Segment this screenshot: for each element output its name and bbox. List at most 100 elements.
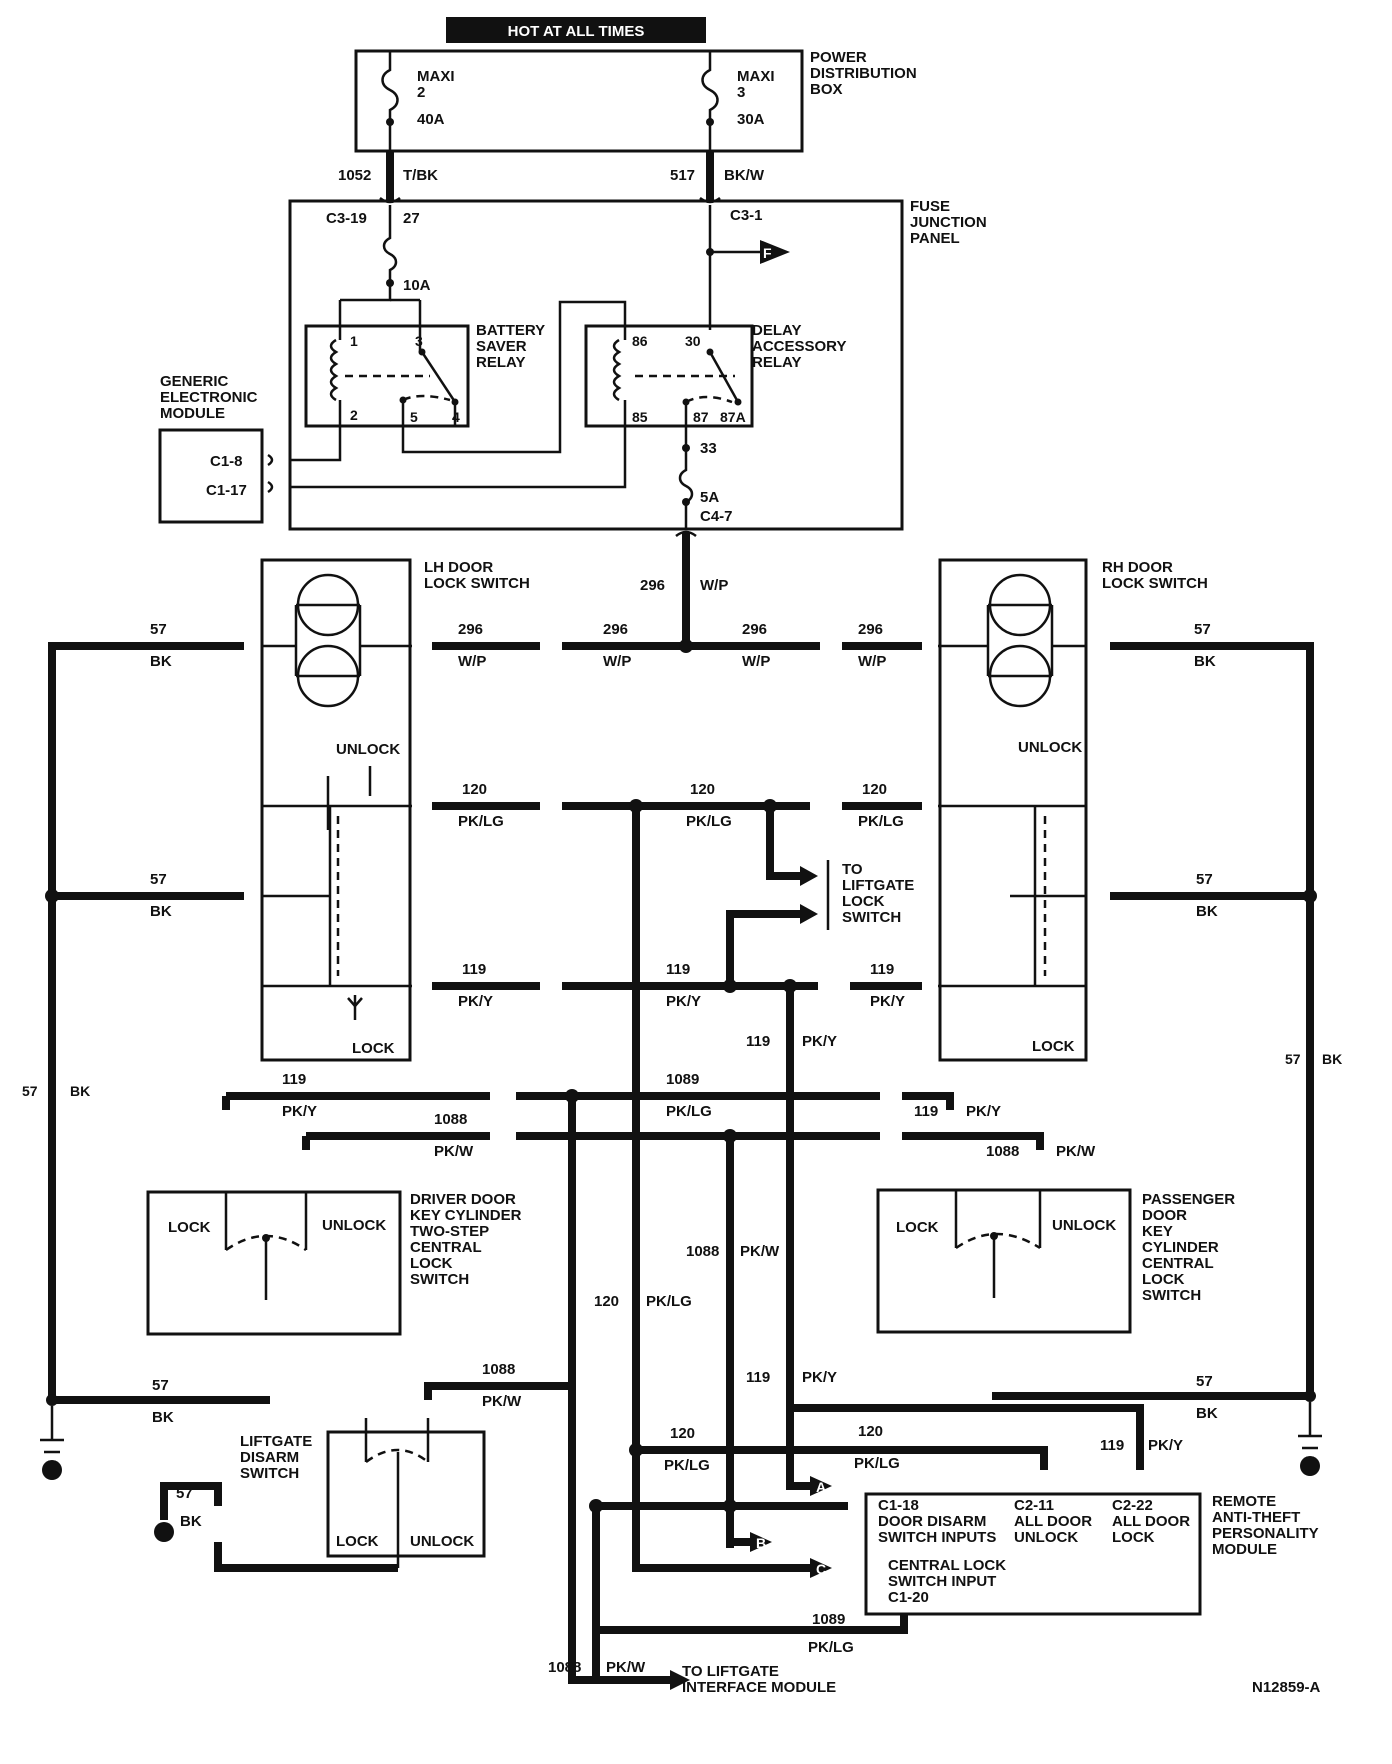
w120-a-num: 120 <box>462 781 487 798</box>
pin-33: 33 <box>700 440 717 457</box>
bsr-label-2: SAVER <box>476 338 527 355</box>
fjp-title-1: FUSE <box>910 198 950 215</box>
w57-left-mid-color: BK <box>150 903 172 920</box>
rh-lock-label: LOCK <box>1032 1038 1075 1055</box>
pk-label-4: CYLINDER <box>1142 1239 1219 1256</box>
rap-c222-2: ALL DOOR <box>1112 1513 1190 1530</box>
fuse-a-number: 2 <box>417 84 425 101</box>
gem-label-1: GENERIC <box>160 373 229 390</box>
dk-label-2: KEY CYLINDER <box>410 1207 522 1224</box>
w119-c-num: 119 <box>870 961 894 978</box>
dar-pin-85: 85 <box>632 409 648 425</box>
w120-vert-color: PK/LG <box>646 1293 692 1310</box>
rap-c118-3: SWITCH INPUTS <box>878 1529 996 1546</box>
to-lgls-2: LIFTGATE <box>842 877 914 894</box>
pk-label-7: SWITCH <box>1142 1287 1201 1304</box>
fuse-b-number: 3 <box>737 84 745 101</box>
lh-label-1: LH DOOR <box>424 559 493 576</box>
fuse-a-rating: 40A <box>417 111 445 128</box>
rh-label-1: RH DOOR <box>1102 559 1173 576</box>
fuse-10a-label: 10A <box>403 277 431 294</box>
lh-door-lock-switch: LH DOOR LOCK SWITCH UNLOCK LOCK <box>260 558 530 1062</box>
w57-left-vert-num: 57 <box>22 1083 38 1099</box>
banner-text: HOT AT ALL TIMES <box>508 23 645 40</box>
w57-right-vert-num: 57 <box>1285 1051 1301 1067</box>
fuse-10a-icon <box>382 205 398 283</box>
tag-a: A <box>816 1479 826 1495</box>
w296-c-color: W/P <box>742 653 770 670</box>
w120-rap-b-num: 120 <box>858 1423 883 1440</box>
w1089-bot-color: PK/LG <box>808 1639 854 1656</box>
wire-bkw-label: BK/W <box>724 167 765 184</box>
w1088-right-color: PK/W <box>1056 1143 1096 1160</box>
maxi-fuse-3-icon <box>701 51 719 151</box>
delay-accessory-relay <box>584 324 754 428</box>
w57-right-bot-color: BK <box>1196 1405 1218 1422</box>
w1088-bot-num: 1088 <box>548 1659 581 1676</box>
dar-pin-87: 87 <box>693 409 709 425</box>
w296-trunk-color: W/P <box>700 577 728 594</box>
rap-c120-3: C1-20 <box>888 1589 929 1606</box>
pk-lock: LOCK <box>896 1219 939 1236</box>
w119-right-color: PK/Y <box>966 1103 1001 1120</box>
ld-label-3: SWITCH <box>240 1465 299 1482</box>
dar-pin-87a: 87A <box>720 409 746 425</box>
w57-lg-color: BK <box>180 1513 202 1530</box>
fjp-title-3: PANEL <box>910 230 960 247</box>
wire-1052-label: 1052 <box>338 167 371 184</box>
w119-left-num: 119 <box>282 1071 306 1088</box>
gem-conn-c1-8: C1-8 <box>210 453 243 470</box>
w1088-left-num: 1088 <box>434 1111 467 1128</box>
w119-c-color: PK/Y <box>870 993 905 1010</box>
w1088-lg-num: 1088 <box>482 1361 515 1378</box>
w296-c-num: 296 <box>742 621 767 638</box>
bsr-label-1: BATTERY <box>476 322 545 339</box>
rap-label-3: PERSONALITY <box>1212 1525 1319 1542</box>
tag-b: B <box>756 1535 766 1551</box>
w57-left-mid-num: 57 <box>150 871 167 888</box>
w57-lg-num: 57 <box>176 1485 193 1502</box>
w57-right-top-num: 57 <box>1194 621 1211 638</box>
fuse-junction-panel: FUSE JUNCTION PANEL C3-19 27 10A C3-1 F … <box>288 196 987 531</box>
w119-a-num: 119 <box>462 961 486 978</box>
bsr-pin-2: 2 <box>350 407 358 423</box>
dk-label-1: DRIVER DOOR <box>410 1191 516 1208</box>
rap-label-4: MODULE <box>1212 1541 1277 1558</box>
bsr-pin-1: 1 <box>350 333 358 349</box>
ground-right-icon <box>1298 1402 1322 1460</box>
w57-right-mid-color: BK <box>1196 903 1218 920</box>
pdb-title-2: DISTRIBUTION <box>810 65 917 82</box>
w1088-left-color: PK/W <box>434 1143 474 1160</box>
pk-label-1: PASSENGER <box>1142 1191 1235 1208</box>
rap-c211-1: C2-11 <box>1014 1497 1054 1514</box>
lh-lock-label: LOCK <box>352 1040 395 1057</box>
maxi-fuse-2-icon <box>381 51 399 151</box>
tag-a-arrow-icon <box>810 1476 832 1496</box>
relay-coil-icon <box>329 338 339 402</box>
to-lgls-1: TO <box>842 861 863 878</box>
w1089-top-color: PK/LG <box>666 1103 712 1120</box>
w120-rap-num: 120 <box>670 1425 695 1442</box>
w1089-top-num: 1089 <box>666 1071 699 1088</box>
conn-c4-7: C4-7 <box>700 508 733 525</box>
w119-b-color: PK/Y <box>666 993 701 1010</box>
fjp-title-2: JUNCTION <box>910 214 987 231</box>
ground-left-icon <box>40 1406 64 1464</box>
w1088-lg-color: PK/W <box>482 1393 522 1410</box>
liftgate-disarm-switch: LIFTGATE DISARM SWITCH LOCK UNLOCK 1088 … <box>154 1361 572 1572</box>
w120-c-color: PK/LG <box>858 813 904 830</box>
rap-c118-1: C1-18 <box>878 1497 919 1514</box>
w119-left-color: PK/Y <box>282 1103 317 1120</box>
w1088-bot-color: PK/W <box>606 1659 646 1676</box>
w57-right-top-color: BK <box>1194 653 1216 670</box>
battery-saver-relay <box>304 324 470 428</box>
w120-a-color: PK/LG <box>458 813 504 830</box>
to-lgls-3: LOCK <box>842 893 885 910</box>
driver-door-key-cylinder: DRIVER DOOR KEY CYLINDER TWO-STEP CENTRA… <box>146 1190 522 1336</box>
rap-label-1: REMOTE <box>1212 1493 1276 1510</box>
passenger-door-key-cylinder: PASSENGER DOOR KEY CYLINDER CENTRAL LOCK… <box>876 1188 1235 1334</box>
w119-low-color: PK/Y <box>802 1369 837 1386</box>
rap-c222-3: LOCK <box>1112 1529 1155 1546</box>
w119-b-num: 119 <box>666 961 690 978</box>
